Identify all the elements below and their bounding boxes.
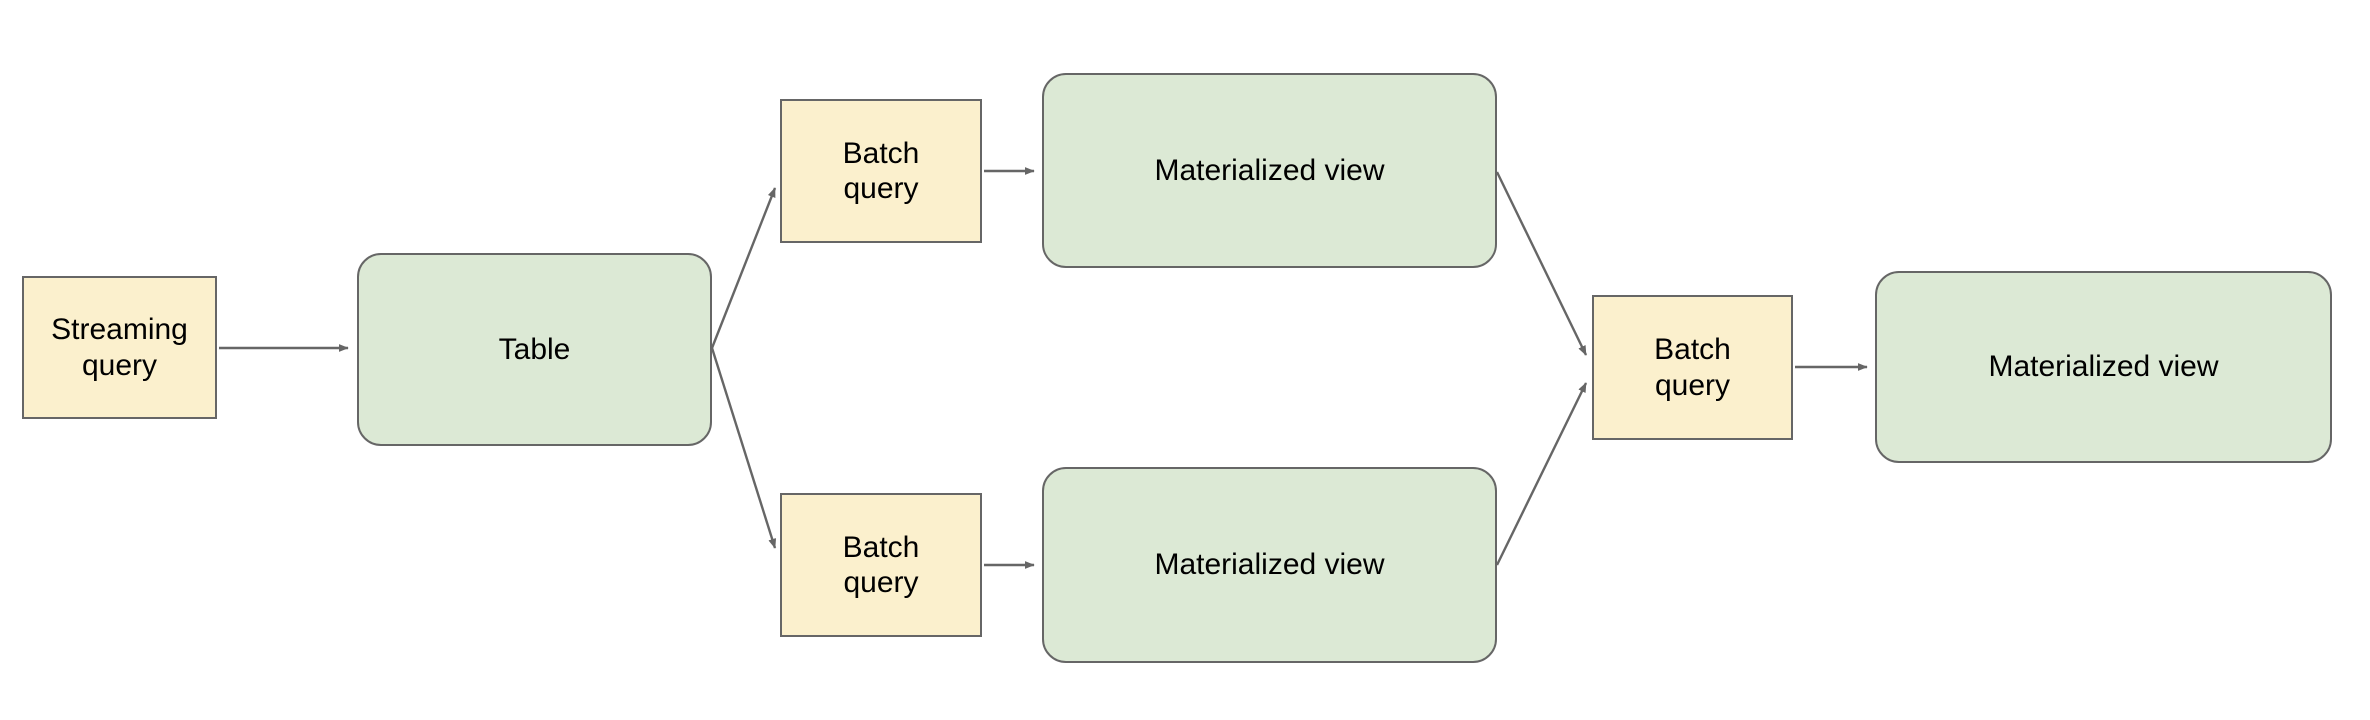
node-label-streaming-query: Streaming query bbox=[51, 313, 188, 382]
node-label-batch-query-right: Batch query bbox=[1654, 333, 1731, 402]
node-label-materialized-view-top: Materialized view bbox=[1154, 153, 1385, 187]
node-materialized-view-right[interactable]: Materialized view bbox=[1875, 271, 2332, 463]
node-label-table: Table bbox=[498, 332, 571, 366]
node-batch-query-right[interactable]: Batch query bbox=[1592, 295, 1793, 440]
node-label-batch-query-bottom: Batch query bbox=[842, 530, 920, 599]
node-batch-query-bottom[interactable]: Batch query bbox=[780, 493, 982, 637]
edge-mv-top-to-batch-right bbox=[1495, 171, 1588, 356]
node-streaming-query[interactable]: Streaming query bbox=[22, 276, 217, 419]
edge-mv-bottom-to-batch-right bbox=[1495, 382, 1588, 566]
node-label-materialized-view-right: Materialized view bbox=[1988, 350, 2219, 384]
node-batch-query-top[interactable]: Batch query bbox=[780, 99, 982, 243]
node-table[interactable]: Table bbox=[357, 253, 712, 446]
edge-table-to-batch-top bbox=[710, 187, 777, 349]
edge-table-to-batch-bottom bbox=[710, 347, 777, 549]
node-materialized-view-top[interactable]: Materialized view bbox=[1042, 73, 1497, 268]
node-materialized-view-bottom[interactable]: Materialized view bbox=[1042, 467, 1497, 663]
node-label-materialized-view-bottom: Materialized view bbox=[1154, 548, 1385, 582]
node-label-batch-query-top: Batch query bbox=[842, 136, 920, 205]
